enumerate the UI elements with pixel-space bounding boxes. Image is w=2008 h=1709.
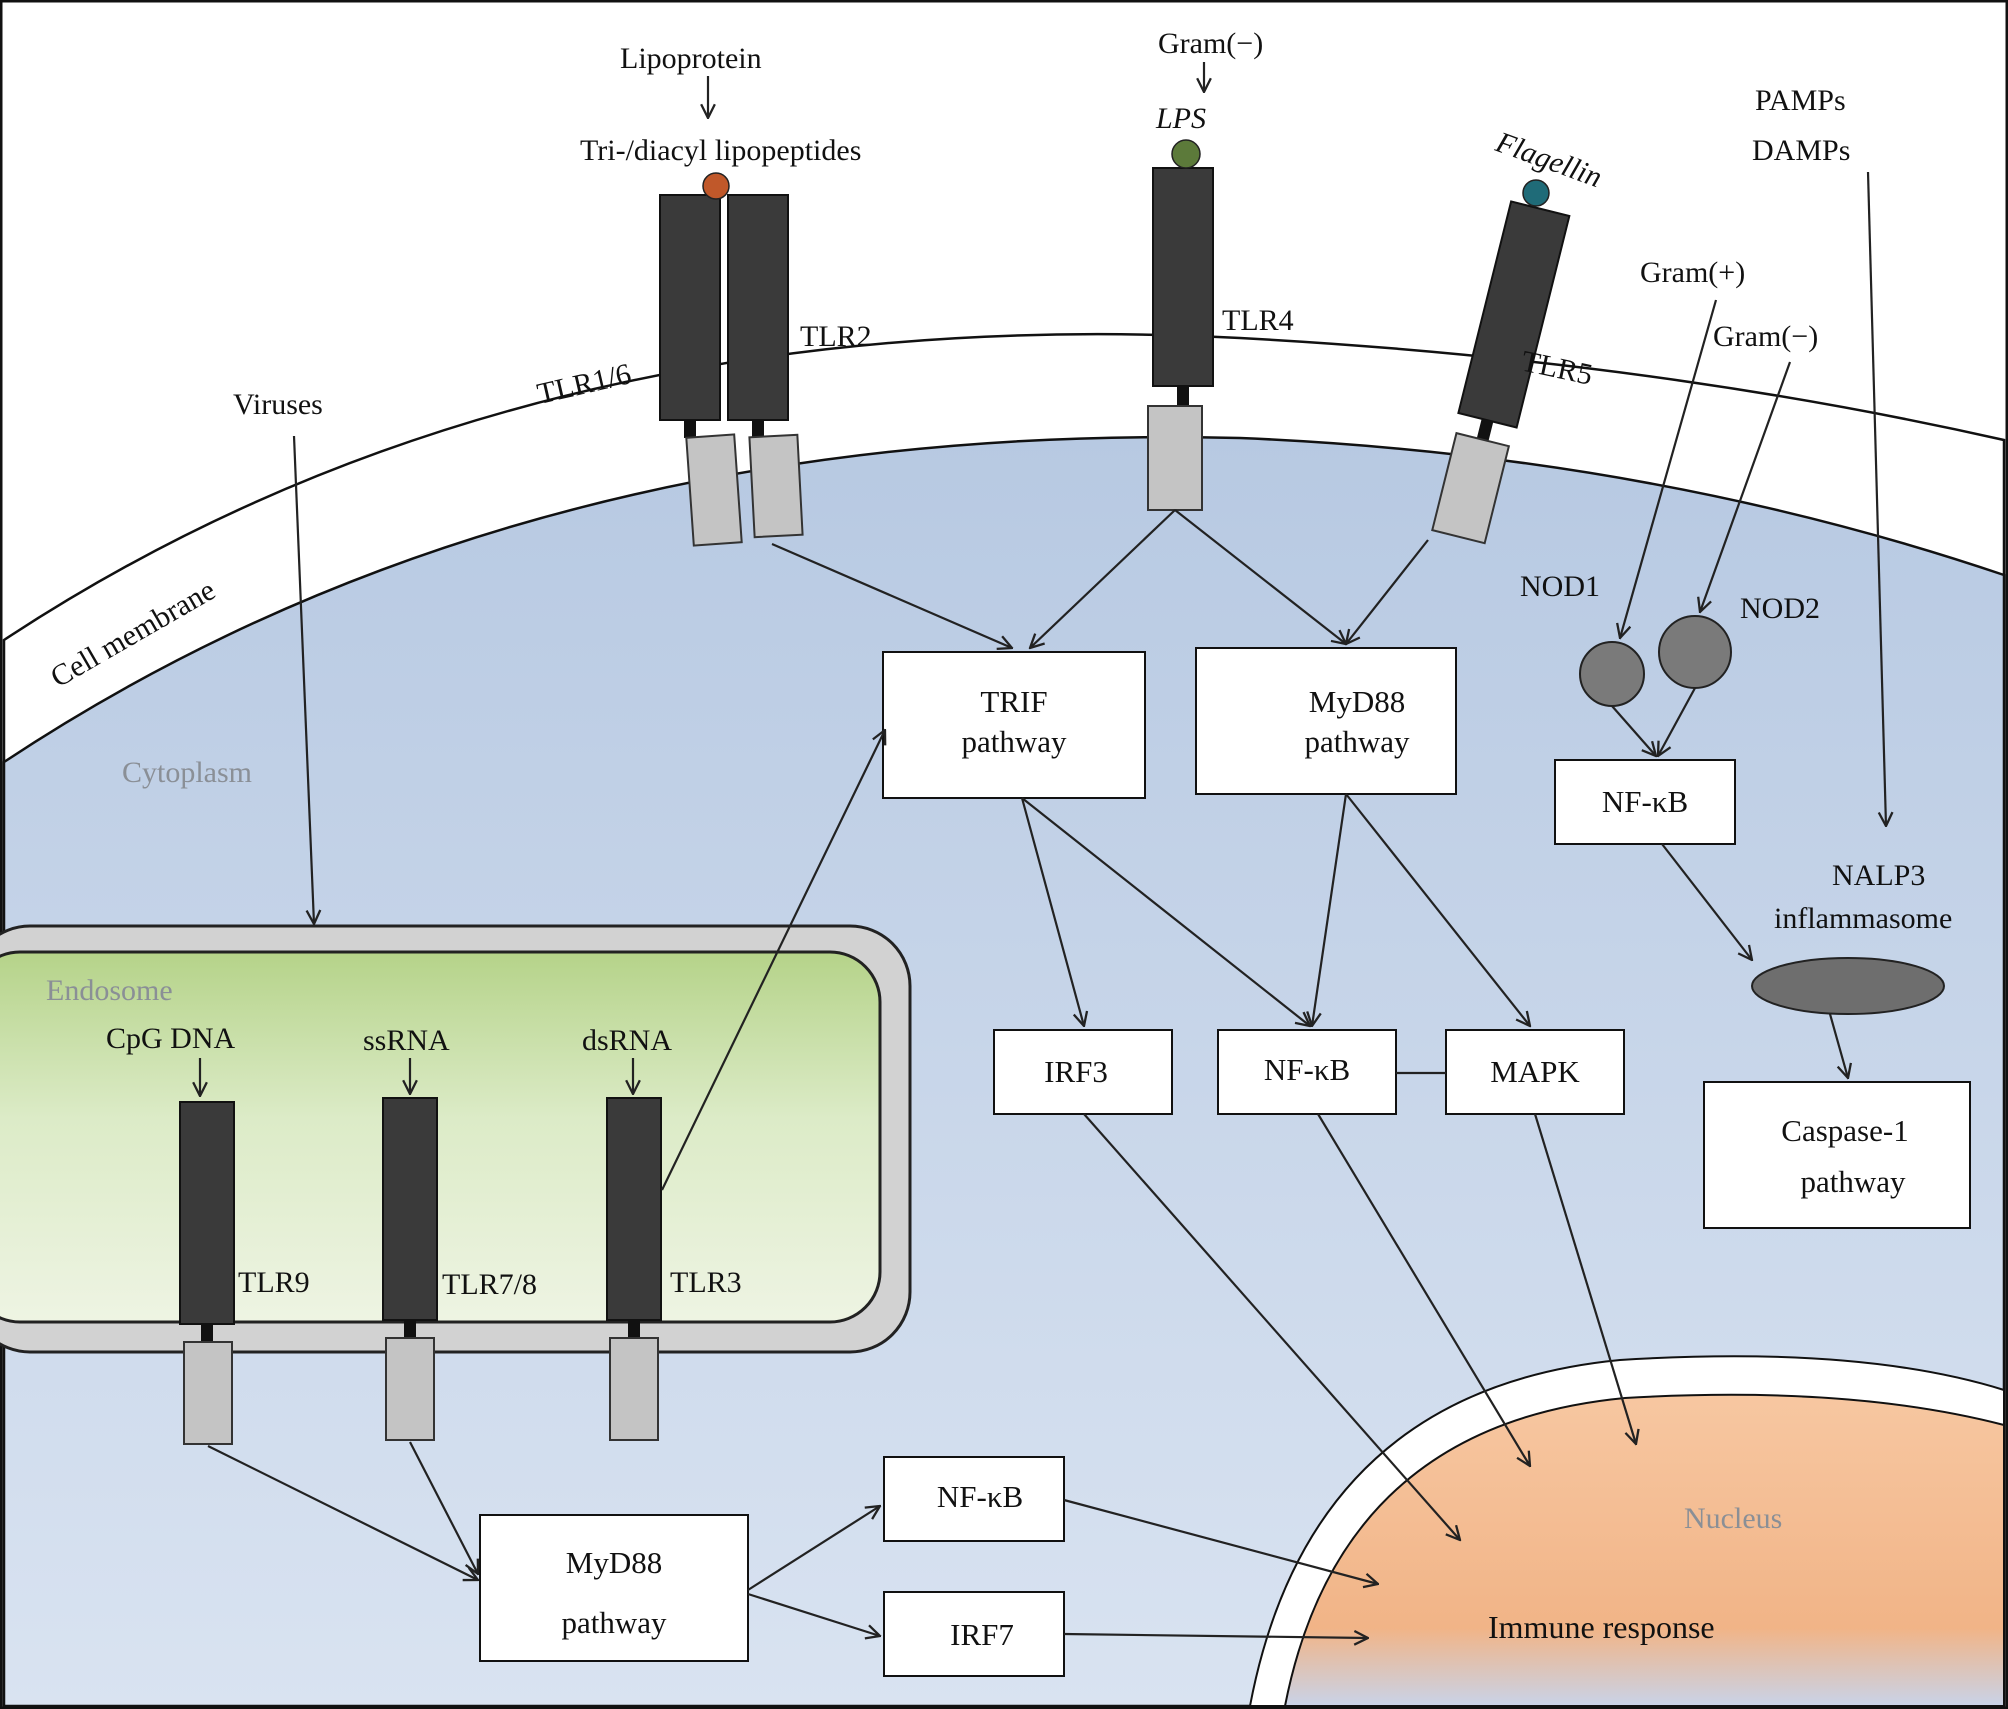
arrow-nfkb-bottom-nucleus — [1063, 1498, 1378, 1584]
pamps-label: PAMPs — [1755, 84, 1846, 117]
lps-label: LPS — [1155, 102, 1206, 135]
arrow-pamps-nalp3 — [1866, 171, 1886, 826]
trif-pathway-box: TRIF pathway — [882, 651, 1146, 799]
damps-label: DAMPs — [1752, 134, 1850, 167]
svg-text:pathway: pathway — [1800, 1164, 1906, 1199]
lipopeptide-ligand — [702, 172, 730, 200]
irf7-box: IRF7 — [883, 1591, 1065, 1677]
lps-ligand — [1171, 139, 1201, 169]
arrow-tlr9-myd88 — [207, 1445, 478, 1580]
arrow-tlr2-trif — [771, 542, 1012, 648]
nucleus — [1283, 1393, 2005, 1707]
arrow-grampos-nod1 — [1620, 299, 1718, 638]
tlr3-receptor — [606, 1097, 662, 1441]
lipopeptides-label: Tri-/diacyl lipopeptides — [580, 134, 861, 167]
tlr7-8-receptor — [382, 1097, 438, 1441]
svg-text:IRF3: IRF3 — [1044, 1054, 1108, 1089]
tlr9-receptor — [179, 1101, 235, 1445]
tlr7-8-label: TLR7/8 — [442, 1268, 537, 1301]
svg-text:NF-κB: NF-κB — [1602, 784, 1688, 819]
arrow-nfkb-inflammasome — [1661, 843, 1752, 960]
nod1-label: NOD1 — [1520, 570, 1600, 603]
arrow-inflammasome-caspase — [1828, 1013, 1848, 1078]
gram-negative-top-label: Gram(−) — [1158, 27, 1263, 60]
nod1-protein — [1579, 641, 1645, 707]
dsrna-label: dsRNA — [582, 1024, 672, 1057]
ssrna-label: ssRNA — [363, 1024, 450, 1057]
inflammasome-complex — [1751, 957, 1945, 1015]
svg-text:MyD88: MyD88 — [566, 1545, 662, 1580]
tlr9-label: TLR9 — [238, 1266, 310, 1299]
svg-text:MyD88: MyD88 — [1309, 684, 1405, 719]
svg-text:NF-κB: NF-κB — [937, 1479, 1023, 1514]
endosome-label: Endosome — [46, 974, 173, 1007]
arrows — [200, 62, 1886, 1638]
arrow-myd88-nfkb-bottom — [747, 1506, 880, 1591]
arrow-nod1-nfkb — [1611, 705, 1656, 756]
viruses-label: Viruses — [233, 388, 323, 421]
arrow-gramneg-nod2 — [1700, 361, 1792, 612]
nod2-label: NOD2 — [1740, 592, 1820, 625]
gram-positive-label: Gram(+) — [1640, 256, 1745, 289]
myd88-pathway-top-box: MyD88 pathway — [1195, 647, 1457, 795]
nfkb-nod-box: NF-κB — [1554, 759, 1736, 845]
svg-text:Caspase-1: Caspase-1 — [1781, 1113, 1908, 1148]
svg-text:pathway: pathway — [561, 1605, 667, 1640]
tlr4-receptor — [1147, 167, 1214, 511]
nod2-protein — [1658, 615, 1732, 689]
endosome — [0, 950, 882, 1324]
svg-text:TRIF: TRIF — [980, 684, 1047, 719]
arrow-tlr4-myd88 — [1174, 509, 1346, 644]
tlr1-6-receptor — [659, 194, 743, 547]
arrow-trif-irf3 — [1020, 797, 1084, 1026]
flagellin-ligand — [1522, 179, 1550, 207]
cpg-dna-label: CpG DNA — [106, 1022, 236, 1055]
tlr2-label: TLR2 — [800, 320, 872, 353]
immune-response-label: Immune response — [1488, 1609, 1715, 1645]
arrow-tlr5-myd88 — [1346, 539, 1429, 644]
caspase-1-pathway-box: Caspase-1 pathway — [1703, 1081, 1971, 1229]
svg-text:IRF7: IRF7 — [950, 1617, 1014, 1652]
myd88-pathway-bottom-box: MyD88 pathway — [479, 1514, 749, 1662]
nalp3-label: NALP3 — [1832, 859, 1925, 892]
arrow-myd88-irf7 — [747, 1592, 880, 1636]
arrow-nfkb-nucleus — [1317, 1113, 1530, 1466]
nucleus-label: Nucleus — [1684, 1502, 1782, 1535]
arrow-irf3-nucleus — [1083, 1113, 1460, 1540]
arrow-tlr78-myd88 — [409, 1441, 478, 1574]
nfkb-mid-box: NF-κB — [1217, 1029, 1397, 1115]
tlr4-label: TLR4 — [1222, 304, 1294, 337]
svg-text:pathway: pathway — [1304, 724, 1410, 759]
arrow-mapk-nucleus — [1533, 1113, 1636, 1444]
arrow-trif-nfkb — [1021, 797, 1310, 1026]
cytoplasm-label: Cytoplasm — [122, 756, 252, 789]
tlr2-receptor — [727, 194, 804, 539]
arrow-viruses-endosome — [292, 435, 314, 924]
nfkb-bottom-box: NF-κB — [883, 1456, 1065, 1542]
irf3-box: IRF3 — [993, 1029, 1173, 1115]
mapk-box: MAPK — [1445, 1029, 1625, 1115]
arrow-tlr3-trif — [661, 730, 885, 1191]
arrow-nod2-nfkb — [1658, 687, 1696, 756]
arrow-irf7-nucleus — [1063, 1634, 1368, 1638]
svg-text:pathway: pathway — [961, 724, 1067, 759]
tlr5-receptor — [1431, 200, 1571, 545]
arrow-tlr4-trif — [1030, 509, 1176, 648]
gram-negative-right-label: Gram(−) — [1713, 320, 1818, 353]
lipoprotein-label: Lipoprotein — [620, 42, 762, 75]
svg-text:NF-κB: NF-κB — [1264, 1052, 1350, 1087]
arrow-myd88-mapk — [1345, 793, 1530, 1026]
inflammasome-label: inflammasome — [1774, 902, 1952, 935]
tlr3-label: TLR3 — [670, 1266, 742, 1299]
svg-text:MAPK: MAPK — [1490, 1054, 1580, 1089]
arrow-myd88-nfkb — [1312, 793, 1348, 1026]
